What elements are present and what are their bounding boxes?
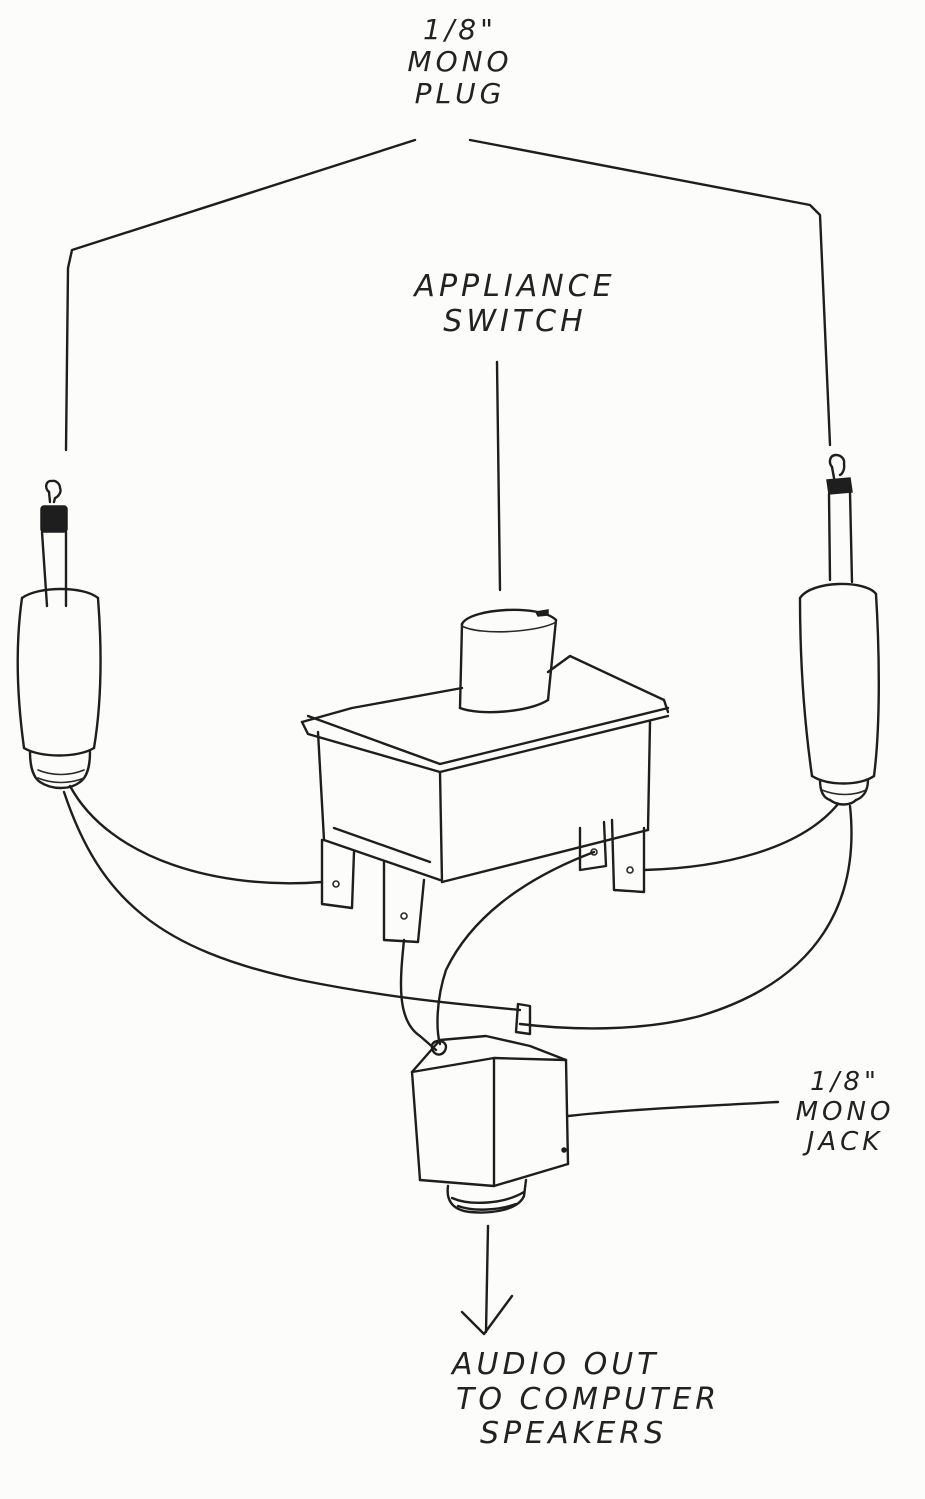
output-label-line2: TO COMPUTER: [456, 1381, 721, 1417]
plug-label: 1/8" MONO PLUG: [360, 13, 560, 111]
output-arrow: [460, 1224, 514, 1336]
jack-label: 1/8" MONO JACK: [770, 1067, 920, 1158]
output-label-line3: SPEAKERS: [480, 1416, 668, 1451]
jack-label-leader: [566, 1100, 780, 1118]
output-label: AUDIO OUT TO COMPUTER SPEAKERS: [430, 1347, 790, 1452]
jack-label-line1: MONO: [795, 1096, 895, 1127]
switch-label: APPLIANCE SWITCH: [400, 269, 630, 339]
plug-label-line1: MONO: [407, 45, 513, 79]
appliance-switch: [300, 608, 670, 944]
left-mono-plug: [16, 479, 102, 790]
right-mono-plug: [798, 453, 880, 806]
switch-label-line1: APPLIANCE: [414, 269, 616, 304]
plug-label-size: 1/8": [423, 13, 497, 46]
plug-label-line2: PLUG: [414, 77, 506, 111]
jack-label-size: 1/8": [810, 1067, 880, 1097]
jack-label-line2: JACK: [806, 1126, 884, 1157]
plug-label-bracket: [64, 138, 832, 452]
output-label-line1: AUDIO OUT: [452, 1347, 660, 1382]
switch-label-leader: [495, 360, 502, 592]
switch-label-line2: SWITCH: [443, 303, 587, 339]
wires: [62, 784, 853, 1056]
mono-jack: [410, 1034, 570, 1214]
